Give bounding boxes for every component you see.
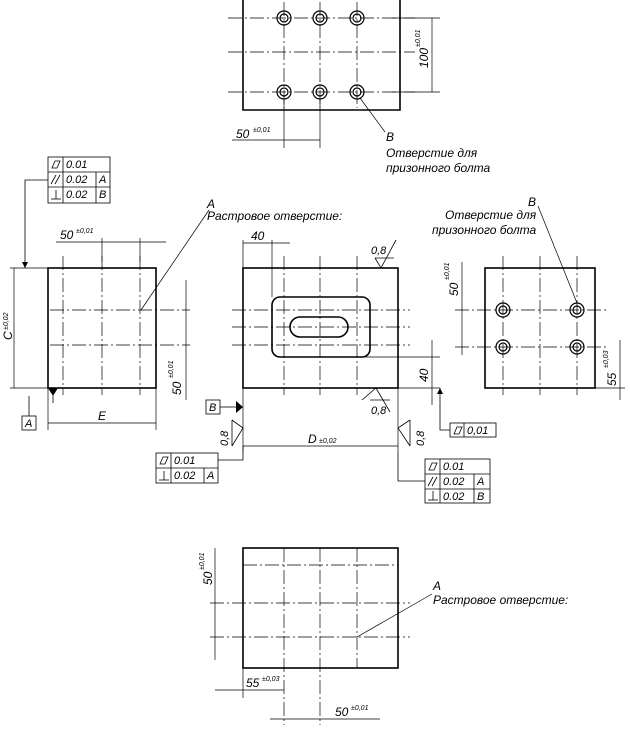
svg-text:0,8: 0,8 bbox=[371, 405, 387, 417]
top-callout-text-line1: Отверстие для bbox=[386, 146, 478, 160]
bottom-dim-vert: 50 bbox=[201, 571, 215, 585]
top-holes bbox=[276, 10, 365, 100]
bottom-dim-50-tol: ±0,01 bbox=[351, 705, 369, 712]
svg-text:0.02: 0.02 bbox=[443, 476, 464, 488]
bottom-callout-letter: A bbox=[432, 579, 441, 593]
front-dim-width: D bbox=[308, 432, 317, 446]
roughness-top: 0,8 bbox=[371, 239, 397, 269]
left-view: 0.01 0.02 A 0.02 B 50 ±0,01 C ±0,02 50 ±… bbox=[1, 156, 342, 431]
right-dim-55-tol: ±0,03 bbox=[603, 350, 610, 368]
svg-text:0.01: 0.01 bbox=[174, 455, 195, 467]
front-view: 40 0,8 40 0,8 B 0,8 D bbox=[155, 229, 497, 504]
front-left-tolerance-frame: 0.01 0.02 A bbox=[155, 446, 244, 484]
svg-text:0.02: 0.02 bbox=[443, 491, 464, 503]
svg-text:0,8: 0,8 bbox=[219, 430, 231, 446]
left-dim-vert-tol: ±0,01 bbox=[168, 360, 175, 378]
left-dim-width: E bbox=[98, 409, 107, 423]
bottom-view: 50 ±0,01 55 ±0,03 50 ±0,01 A Растровое о… bbox=[199, 547, 568, 725]
bottom-callout-text: Растровое отверстие: bbox=[433, 593, 568, 607]
front-dim-40-side: 40 bbox=[417, 368, 431, 382]
top-view-outline bbox=[242, 0, 401, 111]
right-dim-vert-tol: ±0,01 bbox=[444, 262, 451, 280]
svg-text:0.01: 0.01 bbox=[443, 461, 464, 473]
top-callout-text-line2: призонного болта bbox=[386, 161, 491, 175]
svg-text:0,8: 0,8 bbox=[415, 430, 427, 446]
flatness-icon bbox=[159, 456, 169, 465]
roughness-right: 0,8 bbox=[397, 419, 427, 447]
roughness-bottom: 0,8 bbox=[361, 387, 391, 417]
flatness-icon bbox=[453, 426, 463, 435]
parallelism-icon bbox=[427, 476, 434, 487]
front-dim-width-tol: ±0,02 bbox=[319, 438, 337, 445]
svg-text:A: A bbox=[476, 476, 484, 488]
front-view-outline bbox=[242, 267, 399, 389]
right-dim-55: 55 bbox=[605, 372, 619, 386]
svg-text:B: B bbox=[477, 491, 484, 503]
top-dim-spacing-tol: ±0,01 bbox=[253, 127, 271, 134]
left-dim-height: C bbox=[1, 331, 15, 340]
top-view: 50 ±0,01 100 ±0,01 B Отверстие для призо… bbox=[228, 0, 491, 175]
right-dim-vert: 50 bbox=[447, 282, 461, 296]
top-dim-height: 100 bbox=[417, 48, 431, 68]
right-holes bbox=[495, 302, 585, 355]
flatness-icon bbox=[51, 160, 61, 169]
right-callout-letter: B bbox=[528, 195, 536, 209]
left-dim-spacing: 50 bbox=[60, 228, 74, 242]
roughness-left: 0,8 bbox=[219, 419, 244, 447]
svg-text:0.02: 0.02 bbox=[174, 470, 195, 482]
svg-text:A: A bbox=[206, 470, 214, 482]
svg-text:0,8: 0,8 bbox=[371, 245, 387, 257]
tol-datum: A bbox=[98, 174, 106, 186]
parallelism-icon bbox=[50, 174, 57, 185]
left-dim-height-tol: ±0,02 bbox=[3, 312, 10, 330]
left-callout-letter: A bbox=[206, 197, 215, 211]
top-dim-height-tol: ±0,01 bbox=[415, 29, 422, 47]
bottom-view-outline bbox=[242, 547, 399, 669]
bottom-dim-vert-tol: ±0,01 bbox=[199, 552, 206, 570]
svg-text:0,01: 0,01 bbox=[467, 425, 488, 437]
right-callout-text-line1: Отверстие для bbox=[445, 208, 537, 222]
left-tolerance-frame: 0.01 0.02 A 0.02 B bbox=[22, 156, 111, 268]
bottom-dim-50: 50 bbox=[335, 705, 349, 719]
top-dim-spacing: 50 bbox=[236, 127, 250, 141]
left-datum: A bbox=[24, 418, 32, 430]
tol-value: 0.02 bbox=[66, 189, 87, 201]
perpendicularity-icon bbox=[159, 471, 169, 481]
tol-datum: B bbox=[99, 189, 106, 201]
left-callout-text: Растровое отверстие: bbox=[207, 209, 342, 223]
front-right-tolerance-frame: 0.01 0.02 A 0.02 B bbox=[397, 452, 491, 504]
bottom-dim-55-tol: ±0,03 bbox=[262, 676, 280, 683]
bottom-dim-55: 55 bbox=[246, 676, 260, 690]
left-dim-vert: 50 bbox=[170, 381, 184, 395]
flatness-icon bbox=[428, 462, 438, 471]
top-callout-letter: B bbox=[386, 130, 394, 144]
tol-value: 0.02 bbox=[66, 174, 87, 186]
right-callout-text-line2: призонного болта bbox=[432, 223, 537, 237]
perpendicularity-icon bbox=[428, 491, 438, 501]
front-flatness-frame: 0,01 bbox=[437, 388, 497, 438]
front-dim-40-top: 40 bbox=[251, 229, 265, 243]
right-view: B Отверстие для призонного болта 50 ±0,0… bbox=[432, 195, 625, 400]
tol-value: 0.01 bbox=[66, 159, 87, 171]
perpendicularity-icon bbox=[51, 190, 61, 200]
left-dim-spacing-tol: ±0,01 bbox=[76, 228, 94, 235]
front-datum: B bbox=[209, 402, 216, 414]
